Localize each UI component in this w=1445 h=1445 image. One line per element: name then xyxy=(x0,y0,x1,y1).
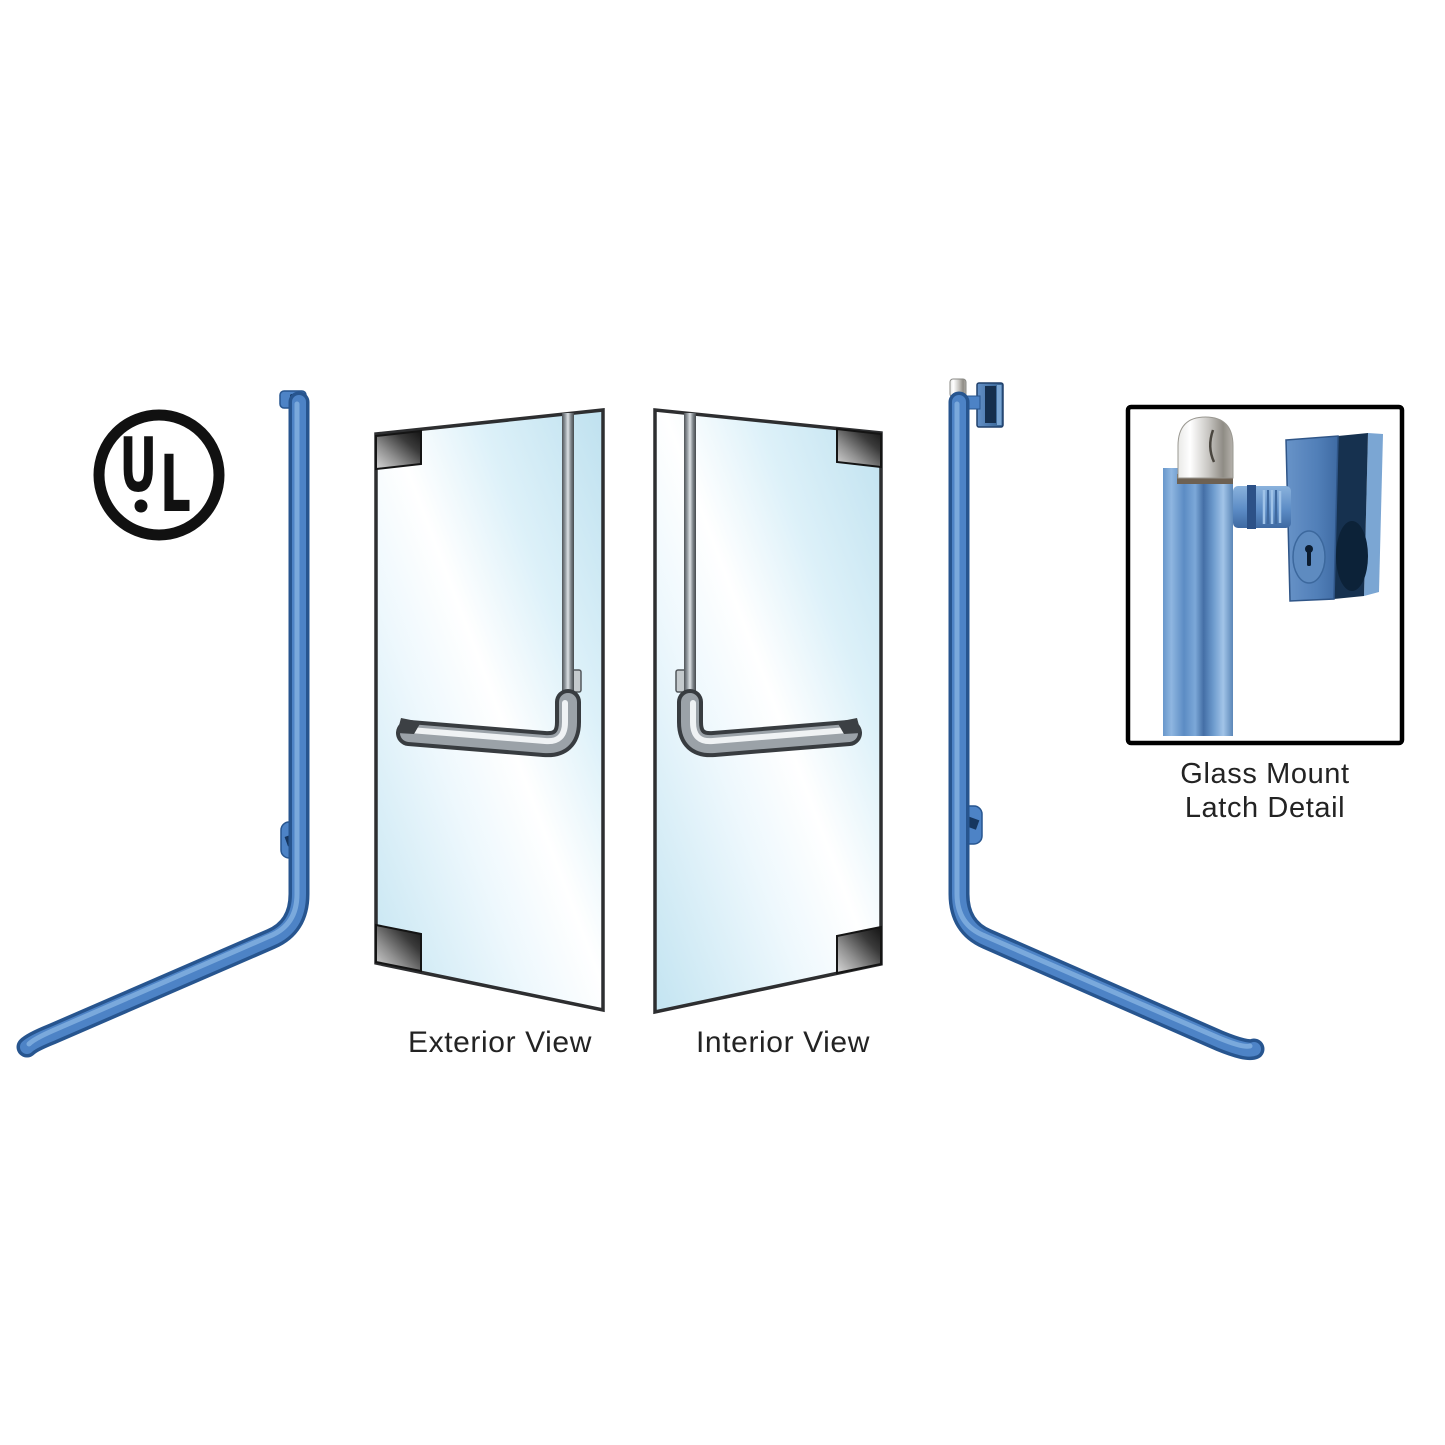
exterior-top-patch-fitting xyxy=(375,429,422,471)
interior-top-patch-fitting xyxy=(836,427,882,469)
interior-push-bar-end-cap xyxy=(837,718,861,734)
exterior-latch-rod xyxy=(562,413,574,713)
detail-bolt-keyway-line xyxy=(1209,429,1216,463)
exterior-view-label: Exterior View xyxy=(408,1026,592,1059)
interior-view-label: Interior View xyxy=(696,1026,870,1059)
interior-latch-rod xyxy=(684,413,696,713)
detail-plate-right-face xyxy=(1364,433,1383,596)
interior-push-bar xyxy=(677,689,862,758)
detail-caption: Glass Mount Latch Detail xyxy=(1126,757,1404,825)
ul-mark-ring xyxy=(93,409,225,541)
ul-letter-u: U xyxy=(119,421,157,509)
right-panic-handle xyxy=(948,378,1265,1061)
exterior-door xyxy=(374,408,605,1013)
detail-mount-arm xyxy=(1233,485,1291,529)
detail-caption-line2: Latch Detail xyxy=(1184,792,1346,824)
right-handle-glass-mount-plate xyxy=(976,382,1004,428)
ul-mark-letters: U L xyxy=(119,421,190,530)
interior-door xyxy=(653,408,883,1015)
detail-keyhole-icon xyxy=(1305,545,1313,566)
glass-mount-latch-detail-box xyxy=(1125,404,1405,746)
detail-caption-line1: Glass Mount xyxy=(1180,758,1350,790)
exterior-push-bar xyxy=(396,689,581,758)
interior-bottom-patch-fitting xyxy=(836,925,882,975)
ul-letter-l: L xyxy=(160,440,191,530)
exterior-bottom-patch-fitting xyxy=(375,923,422,973)
detail-mount-plate xyxy=(1285,433,1383,602)
ul-mark-icon: U L xyxy=(93,409,225,541)
detail-plate-recess-disc xyxy=(1336,521,1368,591)
left-handle-tube xyxy=(16,391,310,1058)
exterior-push-bar-end-cap xyxy=(397,718,421,734)
ul-mark-dot xyxy=(134,499,148,513)
left-panic-handle xyxy=(16,390,310,1058)
detail-bolt-collar xyxy=(1177,474,1233,484)
exterior-door-glass xyxy=(374,408,605,1013)
detail-handle-rail xyxy=(1163,468,1233,736)
detail-chrome-latch-bolt xyxy=(1177,416,1234,479)
right-handle-tube xyxy=(948,391,1265,1061)
